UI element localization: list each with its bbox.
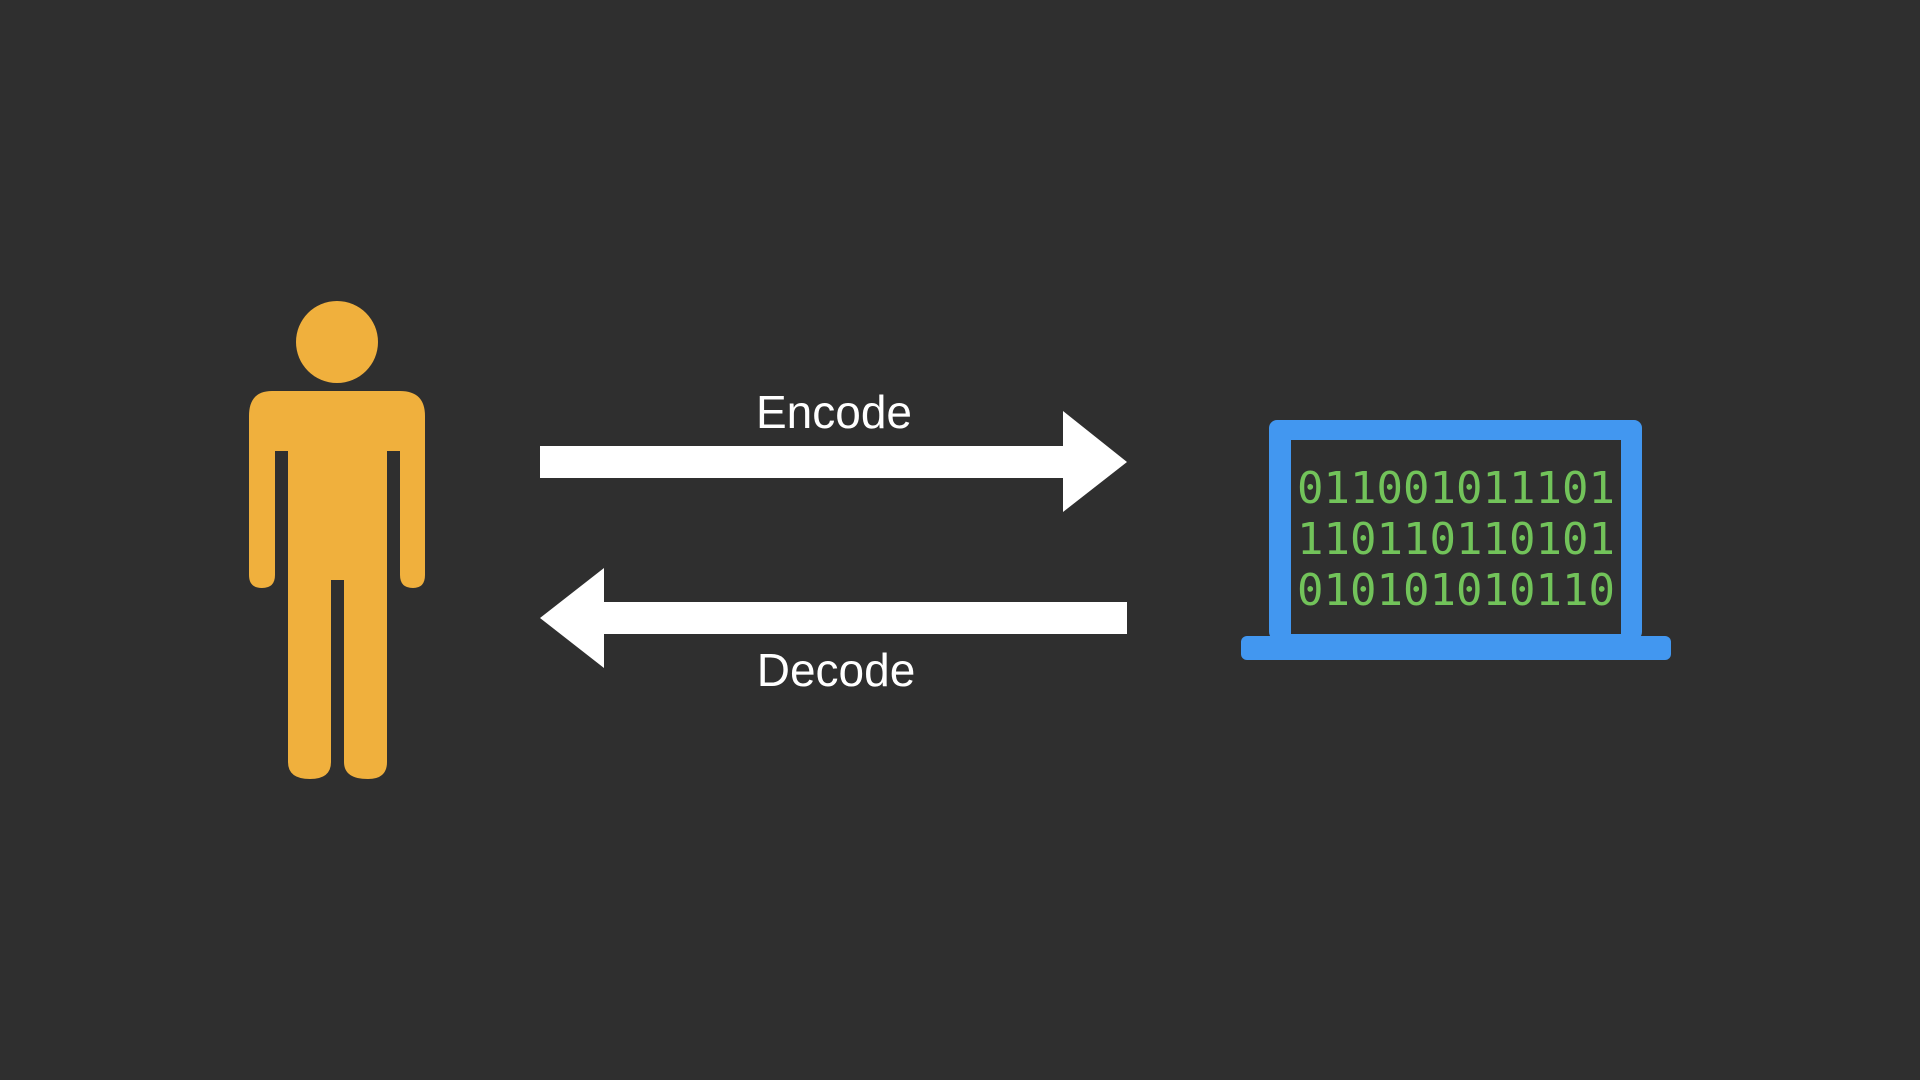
encode-arrow: Encode bbox=[540, 386, 1127, 512]
laptop-icon: 011001011101 110110110101 010101010110 bbox=[1241, 420, 1671, 660]
binary-line: 011001011101 bbox=[1297, 463, 1615, 514]
laptop-base bbox=[1241, 636, 1671, 660]
laptop-screen bbox=[1291, 440, 1621, 634]
binary-line: 110110110101 bbox=[1297, 514, 1615, 565]
person-body bbox=[249, 391, 425, 779]
decode-arrow: Decode bbox=[540, 568, 1127, 696]
decode-label: Decode bbox=[757, 644, 916, 696]
arrow-right-icon bbox=[540, 411, 1127, 512]
arrow-left-icon bbox=[540, 568, 1127, 668]
person-icon bbox=[249, 301, 425, 779]
encode-label: Encode bbox=[756, 386, 912, 438]
binary-line: 010101010110 bbox=[1297, 565, 1615, 616]
person-head bbox=[296, 301, 378, 383]
